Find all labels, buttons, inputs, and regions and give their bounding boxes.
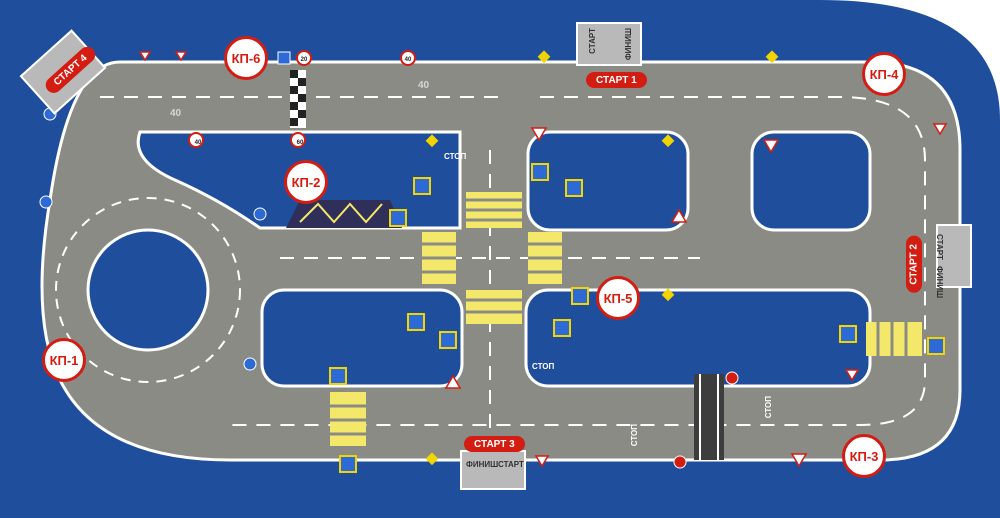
pad-start-3-start: СТАРТ bbox=[498, 460, 524, 469]
stop-mark-inner: СТОП bbox=[532, 362, 555, 371]
checker-pattern bbox=[290, 70, 306, 126]
block-north-center bbox=[526, 130, 690, 232]
pad-start-1 bbox=[576, 22, 642, 66]
hill-ramp bbox=[286, 200, 402, 228]
block-north-east bbox=[750, 130, 872, 232]
checkpoint-kp-6: КП-6 bbox=[224, 36, 268, 80]
pad-start-3 bbox=[460, 450, 526, 490]
speed-sign-60-text: 60 bbox=[297, 140, 304, 146]
speed-sign-20-text: 20 bbox=[301, 57, 308, 63]
block-south-west bbox=[260, 288, 464, 388]
hill-zigzag bbox=[299, 202, 383, 224]
stop-mark-south: СТОП bbox=[630, 424, 639, 447]
road-speed-40-b: 40 bbox=[170, 108, 182, 119]
road-speed-40-a: 40 bbox=[418, 80, 430, 91]
pad-start-2-start: СТАРТ bbox=[935, 234, 944, 260]
checkpoint-kp-3: КП-3 bbox=[842, 434, 886, 478]
roundabout-island bbox=[86, 228, 210, 352]
stop-mark-north: СТОП bbox=[444, 152, 467, 161]
railroad-ties bbox=[699, 374, 719, 460]
start-2-label: СТАРТ 2 bbox=[906, 236, 922, 293]
pad-start-2 bbox=[936, 224, 972, 288]
pad-start-3-finish: ФИНИШ bbox=[466, 460, 499, 469]
speed-sign-40-text: 40 bbox=[195, 140, 202, 146]
pad-start-1-finish: ФИНИШ bbox=[624, 28, 633, 61]
start-1-label: СТАРТ 1 bbox=[586, 72, 647, 88]
stop-mark-rail: СТОП bbox=[764, 396, 773, 419]
checkpoint-kp-4: КП-4 bbox=[862, 52, 906, 96]
crosswalk-stripes bbox=[330, 198, 908, 436]
pad-start-1-start: СТАРТ bbox=[588, 28, 597, 54]
start-3-label: СТАРТ 3 bbox=[464, 436, 525, 452]
checkpoint-kp-5: КП-5 bbox=[596, 276, 640, 320]
road-signs bbox=[39, 50, 948, 473]
roundabout-lane-marking bbox=[55, 197, 241, 383]
pad-start-2-finish: ФИНИШ bbox=[935, 266, 944, 299]
checkpoint-kp-2: КП-2 bbox=[284, 160, 328, 204]
railroad-crossing bbox=[694, 374, 724, 460]
speed-sign-40-top-text: 40 bbox=[405, 57, 412, 63]
checkpoint-kp-1: КП-1 bbox=[42, 338, 86, 382]
